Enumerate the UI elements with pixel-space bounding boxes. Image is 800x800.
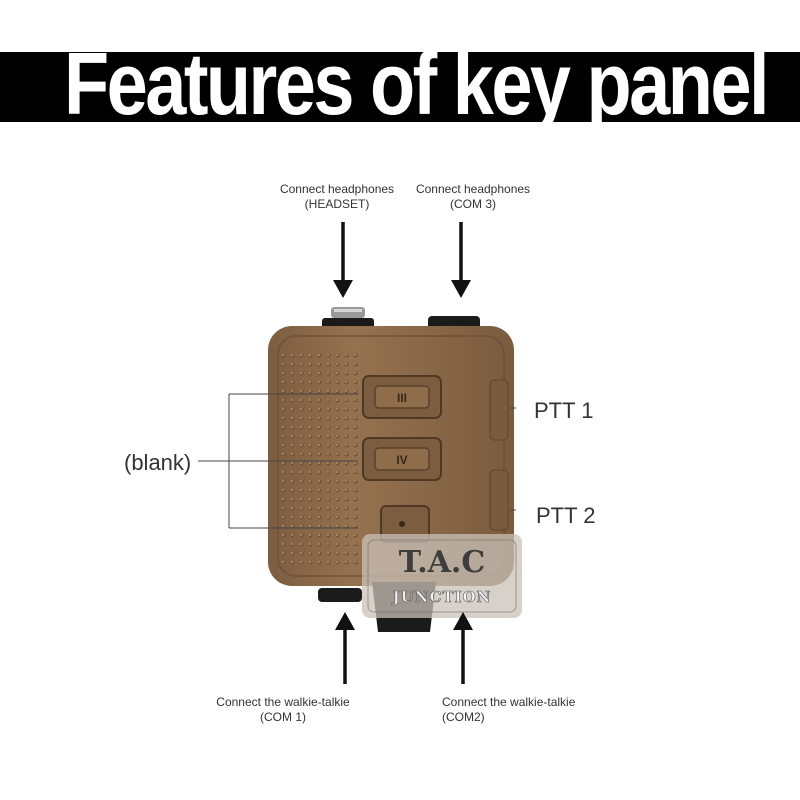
button-middle: IV xyxy=(362,437,442,481)
com1-caption-line2: (COM 1) xyxy=(260,710,306,724)
headset-caption-line2: (HEADSET) xyxy=(304,197,370,211)
com3-caption-line2: (COM 3) xyxy=(450,197,496,211)
title-band xyxy=(0,52,800,122)
arrow-com3 xyxy=(451,222,471,298)
blank-bracket xyxy=(198,393,358,529)
button-middle-glyph: IV xyxy=(396,453,407,467)
ptt2-label: PTT 2 xyxy=(536,503,596,528)
com3-caption: Connect headphones (COM 3) xyxy=(398,182,548,212)
headset-caption-line1: Connect headphones xyxy=(279,182,395,196)
arrow-com1 xyxy=(335,612,355,684)
ptt1-label: PTT 1 xyxy=(534,398,594,423)
arrow-com2 xyxy=(453,612,473,684)
button-top: III xyxy=(362,375,442,419)
com3-caption-line1: Connect headphones xyxy=(415,182,531,196)
com1-caption-line1: Connect the walkie-talkie xyxy=(216,695,350,709)
com2-caption-line2: (COM2) xyxy=(442,710,485,724)
com2-caption-line1: Connect the walkie-talkie xyxy=(442,695,576,709)
grip-texture xyxy=(278,350,358,568)
com1-connector xyxy=(318,588,362,602)
button-top-glyph: III xyxy=(397,391,407,405)
watermark-line1: T.A.C xyxy=(399,545,486,580)
headset-caption: Connect headphones (HEADSET) xyxy=(262,182,412,212)
blank-label: (blank) xyxy=(124,450,192,475)
com2-caption: Connect the walkie-talkie (COM2) xyxy=(442,695,612,725)
page-title: Features of key panel xyxy=(64,34,770,133)
com1-caption: Connect the walkie-talkie (COM 1) xyxy=(198,695,368,725)
watermark-logo: T.A.C JUNCTION xyxy=(362,534,522,618)
watermark-line2: JUNCTION xyxy=(391,588,492,606)
arrow-headset xyxy=(333,222,353,298)
